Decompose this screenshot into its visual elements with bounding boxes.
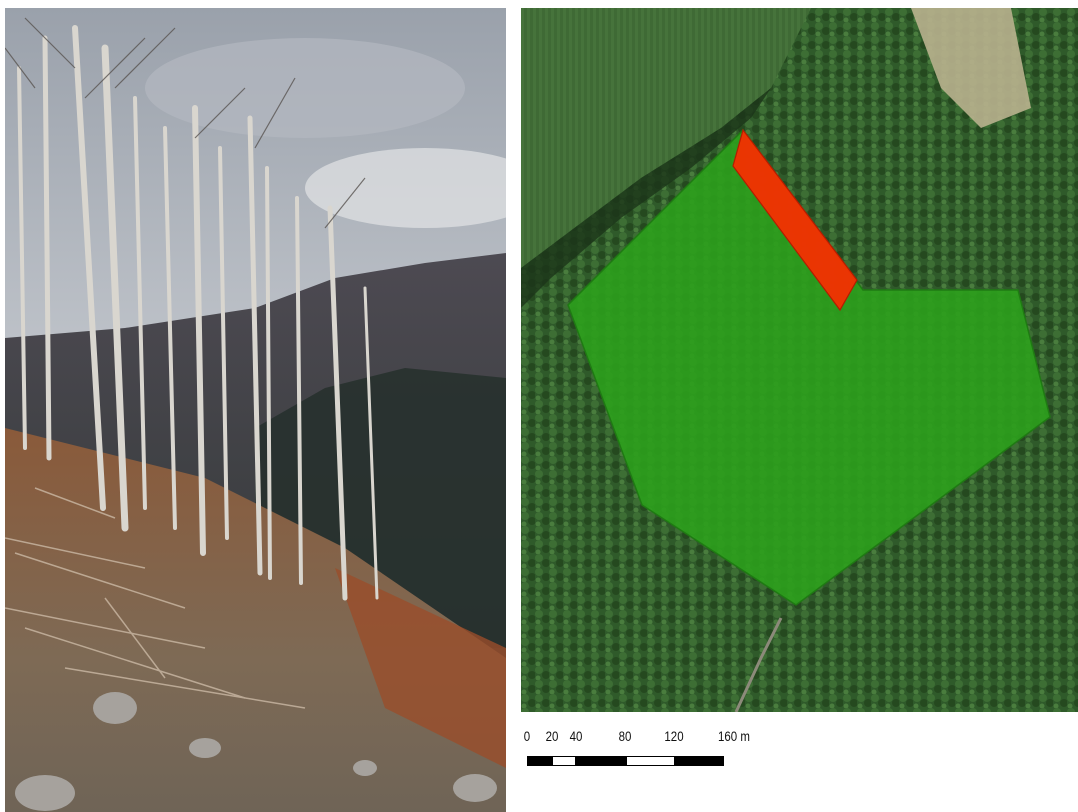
scale-label-80: 80 [618, 728, 632, 744]
forest-road [734, 617, 783, 712]
clearing [911, 8, 1031, 128]
aerial-map [521, 8, 1078, 712]
forest-photo [5, 8, 506, 812]
scale-label-160m: 160 m [718, 728, 750, 744]
scale-bar: 0 20 40 80 120 160 m [521, 728, 781, 778]
branches [5, 17, 366, 229]
forest-shadow [521, 88, 771, 308]
bracken [335, 568, 506, 768]
agricultural-field [521, 8, 811, 268]
slash-piles [5, 487, 306, 709]
scale-label-120: 120 [664, 728, 684, 744]
scale-segment-3 [625, 756, 675, 766]
scale-label-20: 20 [545, 728, 559, 744]
scale-label-0: 0 [523, 728, 531, 744]
tree-trunks [17, 25, 379, 601]
scale-segment-1 [551, 756, 577, 766]
study-area-polygon [567, 128, 1051, 606]
aerial-map-canvas [521, 8, 1078, 712]
scale-segment-4 [674, 756, 724, 766]
scale-segment-2 [576, 756, 626, 766]
scale-segment-0 [527, 756, 552, 766]
cut-strip-polygon [732, 128, 858, 312]
rocks [15, 692, 497, 811]
forest-photo-illustration [5, 8, 506, 812]
scale-label-40: 40 [569, 728, 583, 744]
